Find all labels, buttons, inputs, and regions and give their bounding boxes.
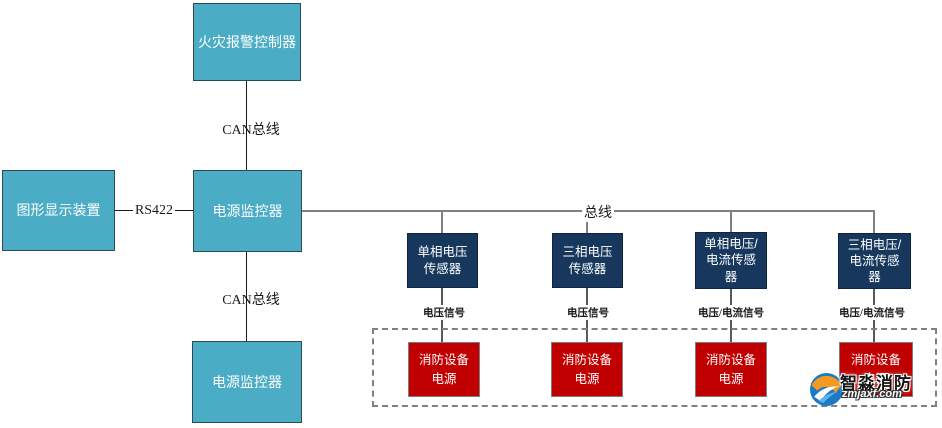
node-sensor-three-phase-voltage-current: 三相电压/ 电流传感 器 — [838, 233, 911, 289]
signal-label-3: 电压/电流信号 — [696, 305, 766, 320]
edge-bus-drop-4 — [873, 211, 875, 234]
node-power-monitor-mid: 电源监控器 — [193, 170, 302, 252]
node-fire-power-4: 消防设备 电源 — [839, 342, 913, 397]
edge-label-can-bus-top: CAN总线 — [222, 123, 280, 138]
signal-label-1: 电压信号 — [421, 305, 467, 320]
edge-can-bus-top-line — [246, 81, 247, 170]
edge-label-main-bus: 总线 — [582, 202, 614, 222]
watermark-brand-text: 智淼消防 — [840, 374, 912, 393]
node-fire-power-2: 消防设备 电源 — [551, 342, 623, 397]
edge-can-bus-bottom-line — [246, 252, 247, 341]
signal-label-4: 电压/电流信号 — [837, 305, 907, 320]
edge-label-rs422: RS422 — [132, 203, 176, 219]
node-sensor-single-phase-voltage-current: 单相电压/ 电流传感 器 — [695, 232, 767, 289]
node-sensor-three-phase-voltage: 三相电压 传感器 — [552, 233, 623, 288]
fire-power-group-outline — [372, 328, 937, 407]
node-fire-alarm-controller: 火灾报警控制器 — [193, 3, 301, 81]
edge-bus-drop-1 — [441, 211, 443, 234]
node-power-monitor-bottom: 电源监控器 — [192, 341, 302, 423]
edge-bus-drop-2 — [586, 211, 588, 234]
node-sensor-single-phase-voltage: 单相电压 传感器 — [407, 233, 478, 288]
node-fire-power-3: 消防设备 电源 — [695, 342, 767, 397]
edge-bus-drop-3 — [730, 211, 732, 233]
node-graphic-display: 图形显示装置 — [2, 170, 115, 251]
edge-label-can-bus-bottom: CAN总线 — [222, 293, 280, 308]
node-fire-power-1: 消防设备 电源 — [408, 342, 480, 397]
signal-label-2: 电压信号 — [565, 305, 611, 320]
watermark-site-text: zmjaxf.com — [842, 388, 902, 400]
watermark-logo-icon — [810, 373, 843, 406]
